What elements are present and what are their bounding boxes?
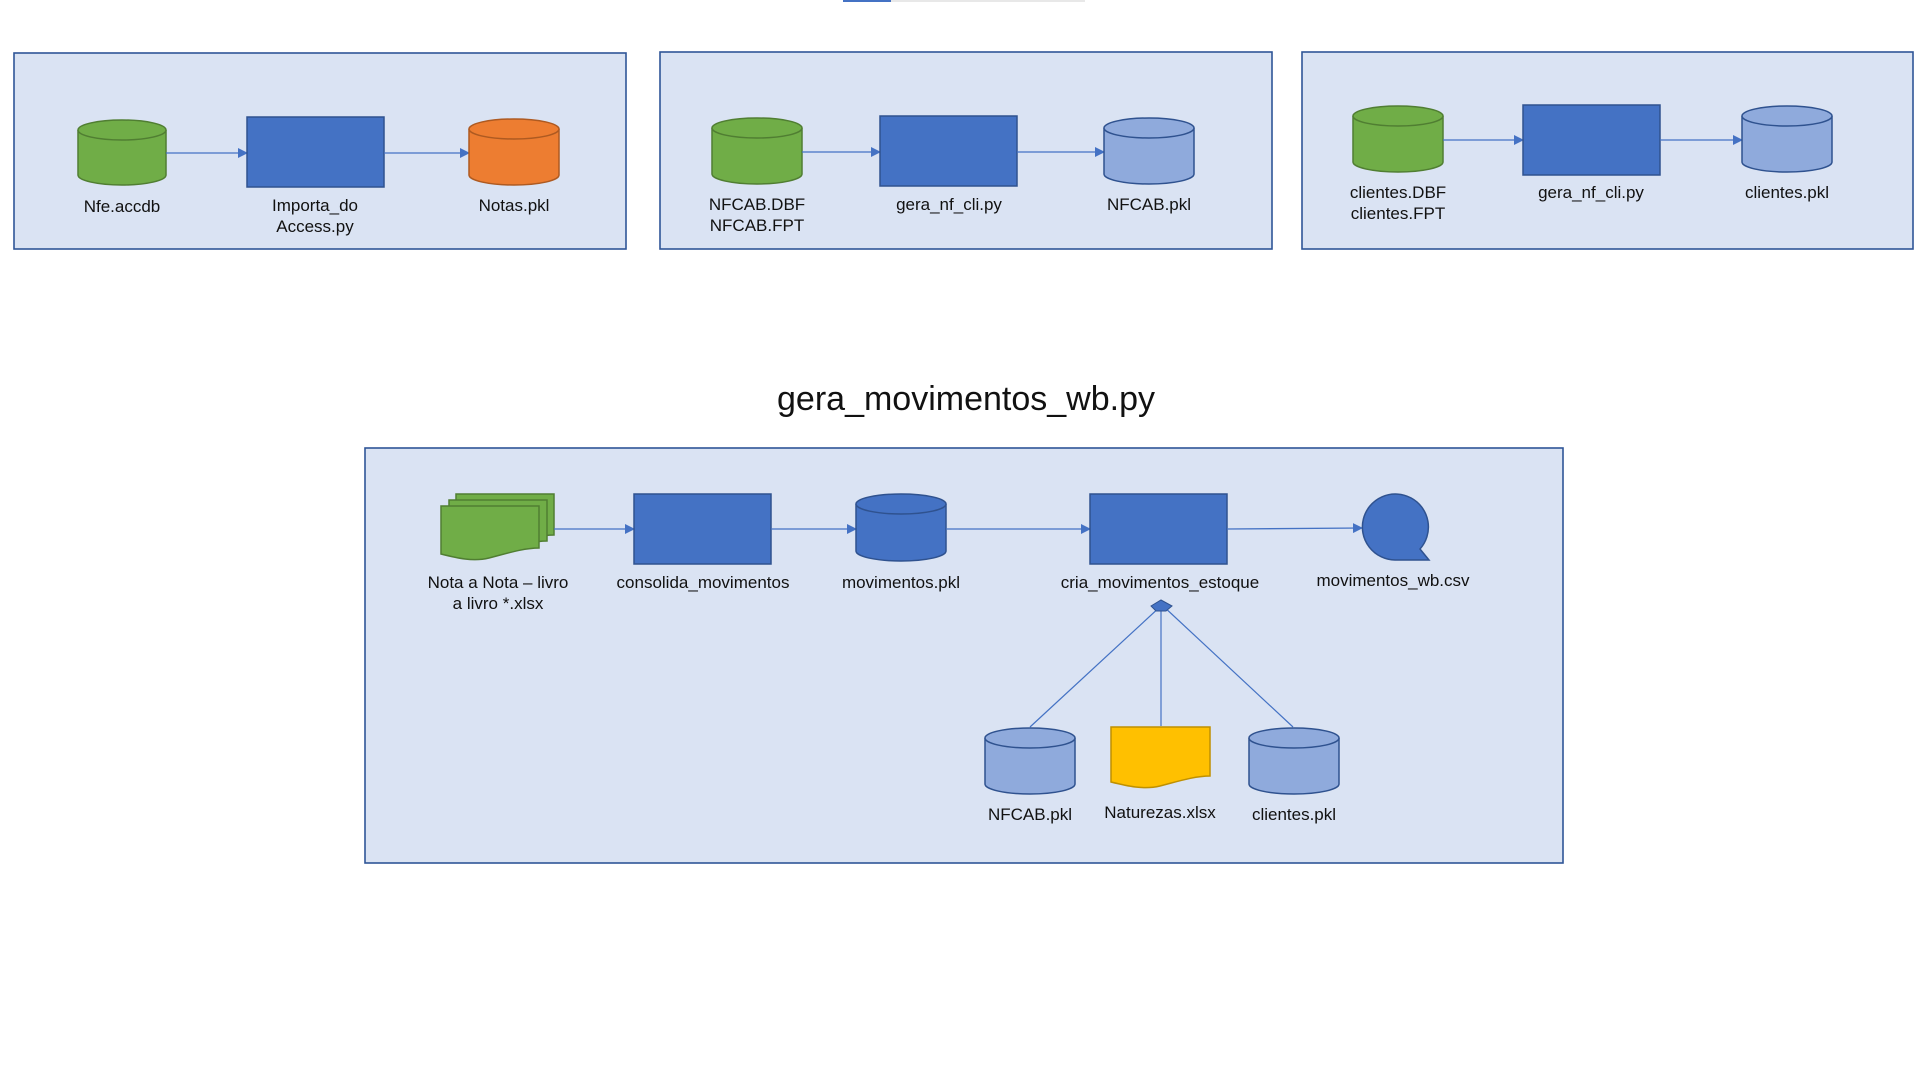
notas-pkl-database-icon [468,118,560,186]
gera-nf-cli-label: gera_nf_cli.py [1538,183,1644,202]
clientes-dbf-database-icon [1352,105,1444,173]
gera-nf-cli-process-box [879,115,1018,187]
consolida-movimentos-label: consolida_movimentos [617,573,790,592]
clientes-dbf-label-line2: clientes.FPT [1351,204,1445,223]
nfe-accdb-label: Nfe.accdb [84,197,161,216]
naturezas-xlsx-label: Naturezas.xlsx [1104,803,1216,822]
clientes-dbf-label-line1: clientes.DBF [1350,183,1446,202]
gera-nf-cli-label: gera_nf_cli.py [896,195,1002,214]
gera-nf-cli-process-box [1522,104,1661,176]
nfcab-pkl-database-icon [984,727,1076,795]
importa-do-access-label-line1: Importa_do [272,196,358,215]
movimentos-wb-csv-sequential-data-icon [1361,493,1431,561]
top-tab-mark [843,0,891,2]
lookup-connector [1029,604,1163,728]
nfcab-dbf-label-line2: NFCAB.FPT [710,216,804,235]
lookup-connector [1161,604,1294,728]
flow-panel-notas: Nfe.accdb Importa_do Access.py Notas.pkl [13,52,627,250]
clientes-pkl-lookup-label: clientes.pkl [1252,805,1336,824]
nfcab-pkl-label: NFCAB.pkl [1107,195,1191,214]
nfcab-dbf-database-icon [711,117,803,185]
nfcab-pkl-database-icon [1103,117,1195,185]
nota-a-nota-label-line1: Nota a Nota – livro [428,573,569,592]
lookup-junction-icon [1150,599,1173,612]
diagram-title: gera_movimentos_wb.py [777,380,1155,418]
clientes-pkl-database-icon [1248,727,1340,795]
importa-do-access-label-line2: Access.py [276,217,354,236]
clientes-pkl-label: clientes.pkl [1745,183,1829,202]
importa-do-access-process-box [246,116,385,188]
cria-movimentos-estoque-label: cria_movimentos_estoque [1061,573,1259,592]
flow-panel-clientes: clientes.DBF clientes.FPT gera_nf_cli.py… [1301,51,1914,250]
cria-movimentos-estoque-process-box [1089,493,1228,565]
nfcab-dbf-label-line1: NFCAB.DBF [709,195,805,214]
clientes-pkl-database-icon [1741,105,1833,173]
nota-a-nota-multi-document-icon [440,493,555,561]
movimentos-pkl-label: movimentos.pkl [842,573,960,592]
nota-a-nota-label-line2: a livro *.xlsx [453,594,544,613]
main-flow-panel: Nota a Nota – livro a livro *.xlsx conso… [364,447,1564,864]
movimentos-pkl-database-icon [855,493,947,562]
nfe-accdb-database-icon [77,119,167,186]
consolida-movimentos-process-box [633,493,772,565]
notas-pkl-label: Notas.pkl [479,196,550,215]
connector-arrow [1226,523,1363,534]
movimentos-wb-csv-label: movimentos_wb.csv [1316,571,1470,590]
naturezas-xlsx-document-icon [1110,726,1211,789]
nfcab-pkl-lookup-label: NFCAB.pkl [988,805,1072,824]
flow-panel-nfcab: NFCAB.DBF NFCAB.FPT gera_nf_cli.py NFCAB… [659,51,1273,250]
